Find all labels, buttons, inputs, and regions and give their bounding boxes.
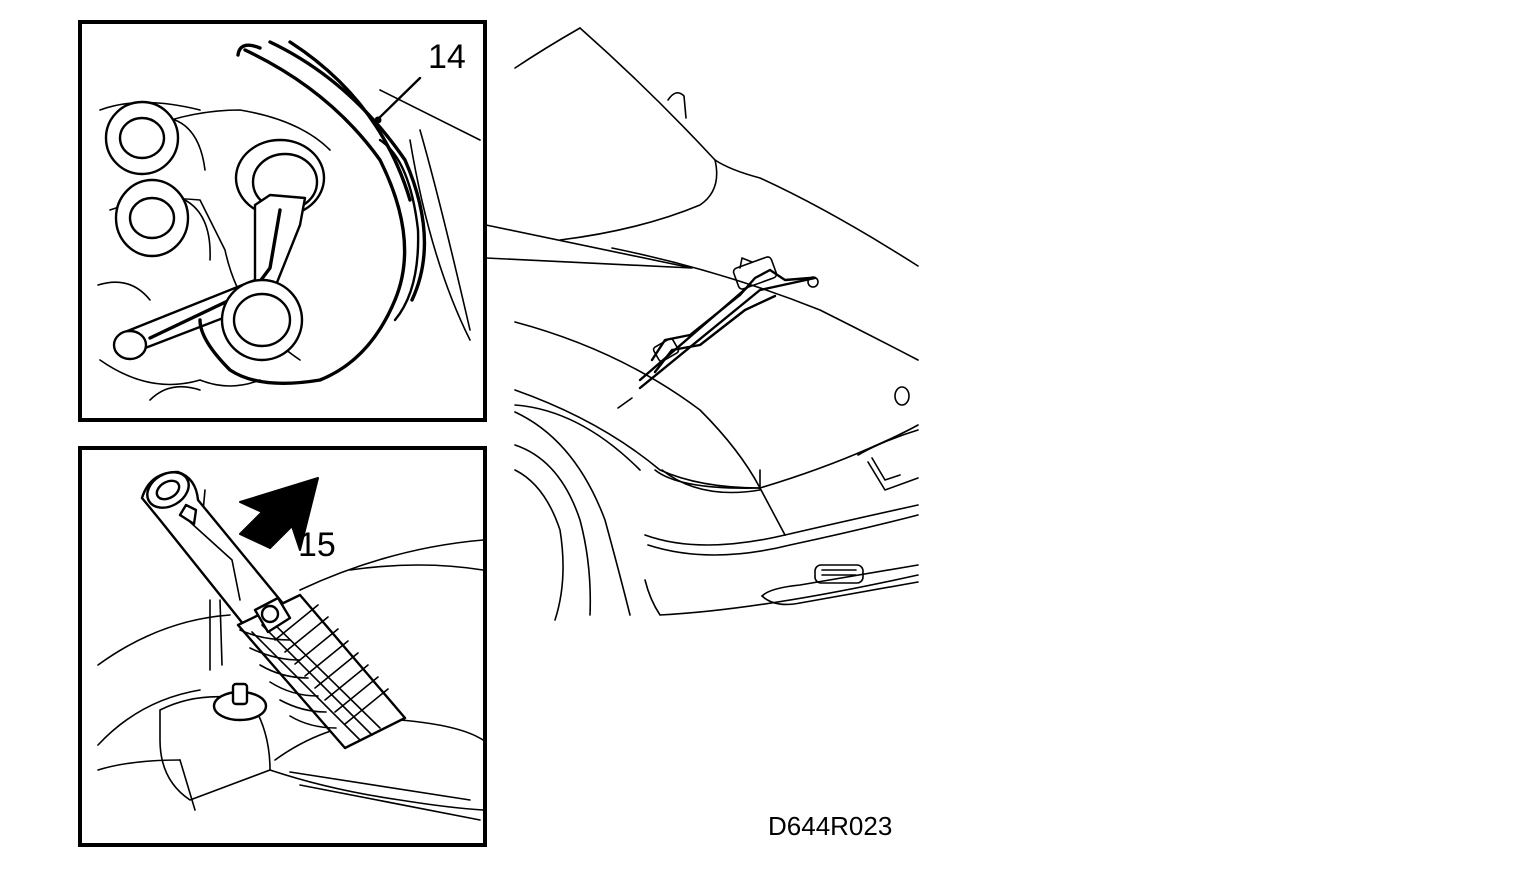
lower-port — [220, 278, 304, 362]
figure-code: D644R023 — [768, 811, 892, 841]
bottom-inset-detail: 15 — [78, 446, 487, 847]
port-cap-upper — [104, 100, 206, 176]
seal-ring — [198, 40, 427, 385]
callout-label-15: 15 — [298, 526, 336, 564]
rack-bellows — [236, 593, 407, 750]
callout-label-14: 14 — [428, 38, 466, 76]
car-front-view — [514, 27, 919, 621]
top-inset-detail: 14 — [78, 20, 487, 422]
wrench-tool — [140, 470, 292, 632]
inset-pointer — [485, 224, 693, 269]
port-cap-lower — [114, 178, 211, 261]
direction-arrow — [239, 477, 319, 551]
steering-rack-on-car — [638, 256, 819, 390]
pipe-fitting — [112, 138, 326, 361]
callout-14-leader — [373, 76, 422, 124]
